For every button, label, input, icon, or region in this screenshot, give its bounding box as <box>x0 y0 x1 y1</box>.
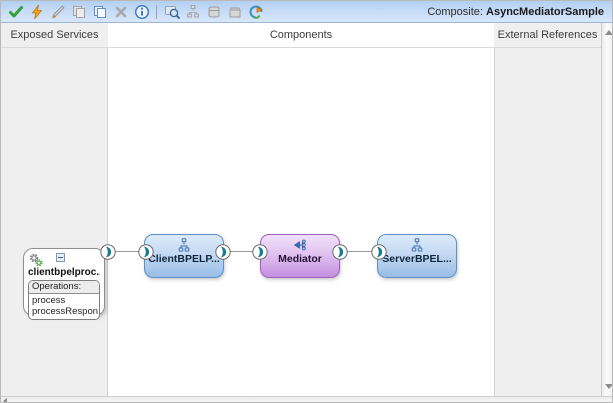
component-label: Mediator <box>278 253 322 265</box>
scroll-up-arrow[interactable] <box>605 30 612 35</box>
wire-service-to-clientbpel <box>108 251 148 252</box>
scroll-left-arrow[interactable] <box>3 398 7 402</box>
clientbpel-input-anchor[interactable] <box>138 244 154 260</box>
external-references-header: External References <box>494 23 601 47</box>
mediator-icon <box>293 238 307 252</box>
composite-title: Composite: AsyncMediatorSample <box>427 1 604 23</box>
mediator-output-anchor[interactable] <box>332 244 348 260</box>
exposed-service-clientbpelprocess[interactable]: clientbpelproc... Operations: process pr… <box>23 248 105 320</box>
operations-list: process processRespon... <box>29 294 99 319</box>
copy-icon[interactable] <box>69 3 88 21</box>
toolbar: Composite: AsyncMediatorSample <box>1 1 612 23</box>
operations-title: Operations: <box>29 281 99 294</box>
component-serverbpelprocess[interactable]: ServerBPEL... <box>377 234 457 278</box>
debug-lightning-icon[interactable] <box>27 3 46 21</box>
component-mediator[interactable]: Mediator <box>260 234 340 278</box>
scroll-down-arrow[interactable] <box>605 384 612 389</box>
bpel-process-icon <box>177 238 191 252</box>
horizontal-scrollbar[interactable] <box>1 396 612 402</box>
validate-icon[interactable] <box>6 3 25 21</box>
service-output-anchor[interactable] <box>100 244 116 260</box>
composite-label: Composite: <box>427 6 483 18</box>
package-icon[interactable] <box>225 3 244 21</box>
collapse-minus-button[interactable] <box>56 253 65 262</box>
navigate-icon[interactable] <box>246 3 265 21</box>
mediator-input-anchor[interactable] <box>252 244 268 260</box>
lane-header-row: Exposed Services Components External Ref… <box>1 23 601 48</box>
operation-process: process <box>32 295 66 306</box>
delete-icon[interactable] <box>111 3 130 21</box>
duplicate-icon[interactable] <box>90 3 109 21</box>
info-icon[interactable] <box>132 3 151 21</box>
component-clientbpelprocess[interactable]: ClientBPELP... <box>144 234 224 278</box>
components-lane[interactable] <box>108 48 494 396</box>
web-service-gears-icon <box>28 252 44 273</box>
operation-processresponse: processRespon... <box>32 306 99 317</box>
wire-clientbpel-to-mediator <box>223 251 261 252</box>
service-name: clientbpelproc... <box>28 267 100 278</box>
find-icon[interactable] <box>162 3 181 21</box>
edit-pen-icon[interactable] <box>48 3 67 21</box>
external-references-lane[interactable] <box>494 48 601 396</box>
service-header <box>28 252 100 267</box>
operations-box: Operations: process processRespon... <box>28 280 100 320</box>
composite-name: AsyncMediatorSample <box>486 6 604 18</box>
exposed-services-lane[interactable] <box>1 48 108 396</box>
exposed-services-header: Exposed Services <box>1 23 108 47</box>
component-label: ServerBPEL... <box>382 253 452 265</box>
archive-icon[interactable] <box>204 3 223 21</box>
wire-mediator-to-serverbpel <box>340 251 380 252</box>
component-label: ClientBPELP... <box>148 253 220 265</box>
serverbpel-input-anchor[interactable] <box>371 244 387 260</box>
clientbpel-output-anchor[interactable] <box>215 244 231 260</box>
bpel-process-icon <box>410 238 424 252</box>
toolbar-separator <box>156 4 157 19</box>
components-header: Components <box>108 23 494 47</box>
vertical-scrollbar[interactable] <box>601 23 612 396</box>
hierarchy-icon[interactable] <box>183 3 202 21</box>
